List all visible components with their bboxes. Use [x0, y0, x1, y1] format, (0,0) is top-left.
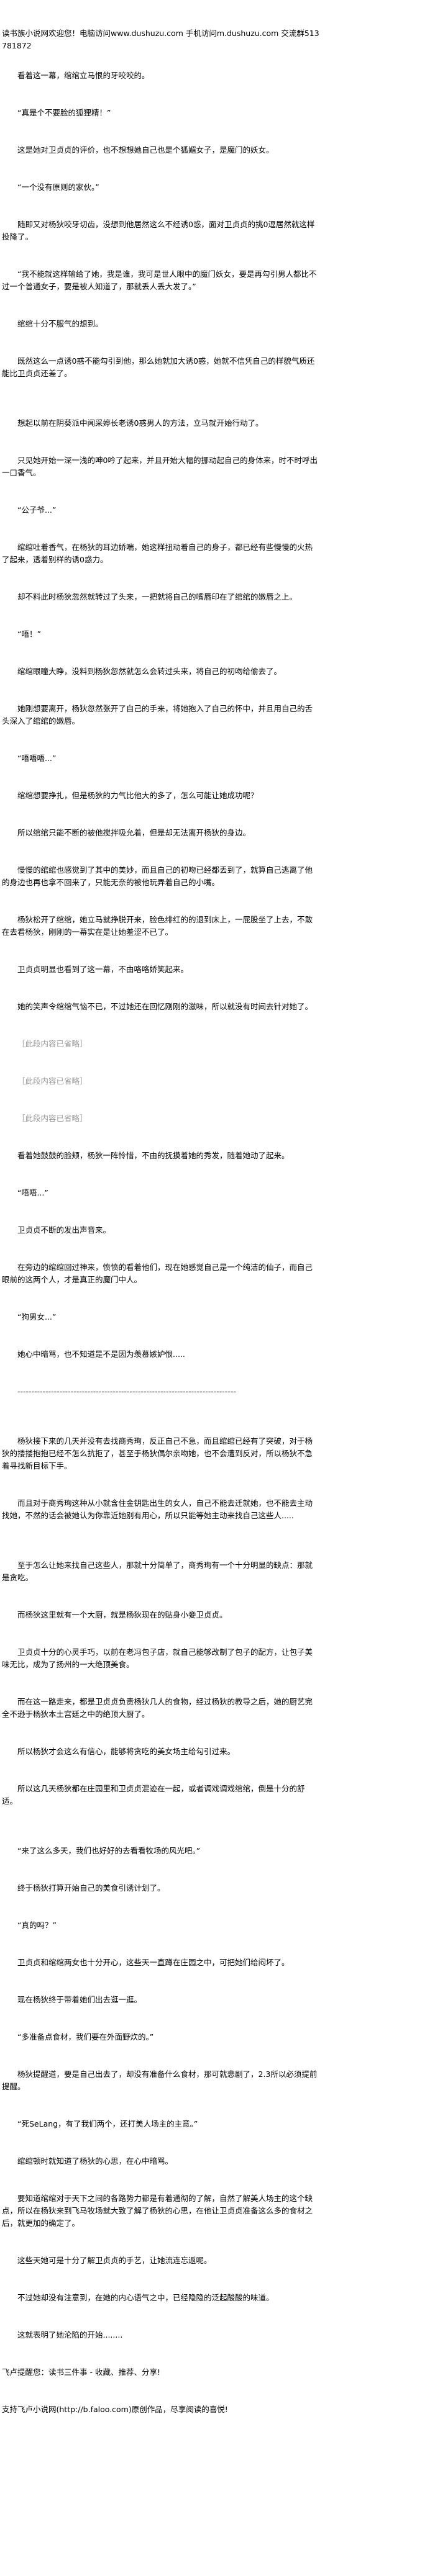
story-paragraph: 而且对于商秀珣这种从小就含住金钥匙出生的女人，自己不能去迁就她，也不能去主动找她…	[2, 1498, 313, 1520]
story-paragraph: “唔唔唔...”	[17, 754, 57, 763]
story-paragraph: “唔唔...”	[17, 1188, 48, 1197]
story-paragraph: “真是个不要脸的狐狸精！”	[17, 108, 111, 117]
omitted-paragraph: ［此段内容已省略］	[17, 1114, 88, 1123]
story-paragraph: “真的吗？”	[17, 1921, 57, 1930]
story-paragraph: 随即又对杨狄咬牙切齿，没想到他居然这么不经诱0惑，面对卫贞贞的挑0逗居然就这样投…	[2, 220, 315, 241]
story-paragraph: 这是她对卫贞贞的评价，也不想想她自己也是个狐媚女子，是魔门的妖女。	[17, 145, 274, 155]
story-paragraph: “一个没有原则的家伙。”	[17, 182, 99, 192]
story-paragraph: “我不能就这样输给了她，我是谁，我可是世人眼中的魔门妖女，要是再勾引男人都比不过…	[2, 269, 317, 291]
story-paragraph: 看着这一幕，绾绾立马恨的牙咬咬的。	[17, 71, 150, 80]
omitted-paragraph: ［此段内容已省略］	[17, 1039, 88, 1048]
story-paragraph: 绾绾想要挣扎，但是杨狄的力气比他大的多了，怎么可能让她成功呢？	[17, 791, 259, 800]
footer-support-link[interactable]: 支持飞卢小说网(http://b.faloo.com)原创作品，尽享阅读的喜悦!	[2, 2405, 228, 2414]
story-paragraph: 而杨狄这里就有一个大厨，就是杨狄现在的贴身小妾卫贞贞。	[17, 1610, 227, 1619]
story-paragraph: 所以绾绾只能不断的被他搅拌吸允着，但是却无法离开杨狄的身边。	[17, 828, 251, 837]
story-paragraph: 这些天她可是十分了解卫贞贞的手艺，让她流连忘返呢。	[17, 2256, 212, 2265]
story-paragraph: 杨狄接下来的几天并没有去找商秀珣，反正自己不急，而且绾绾已经有了突破，对于杨狄的…	[2, 1436, 313, 1470]
story-paragraph: 卫贞贞十分的心灵手巧，以前在老冯包子店，就自己能够改制了包子的配方，让包子美味无…	[2, 1647, 313, 1669]
site-header-banner: 读书族小说网欢迎您！电脑访问www.dushuzu.com 手机访问m.dush…	[2, 29, 319, 50]
story-paragraph: 在旁边的绾绾回过神来，愤愤的看着他们，现在她感觉自己是一个纯洁的仙子，而自己眼前…	[2, 1263, 313, 1284]
story-paragraph: 绾绾十分不服气的想到。	[17, 319, 103, 328]
story-paragraph: “死SeLang，有了我们两个，还打美人场主的主意。”	[17, 2119, 198, 2128]
story-paragraph: 却不料此时杨狄忽然就转过了头来，一把就将自己的嘴唇印在了绾绾的嫩唇之上。	[17, 592, 298, 601]
story-paragraph: 不过她却没有注意到，在她的内心语气之中，已经隐隐的泛起酸酸的味道。	[17, 2293, 274, 2302]
story-paragraph: 而在这一路走来，都是卫贞贞负责杨狄几人的食物，经过杨狄的教导之后，她的厨艺完全不…	[2, 1697, 313, 1719]
story-paragraph: 绾绾顿时就知道了杨狄的心思，在心中暗骂。	[17, 2156, 173, 2166]
story-paragraph: 至于怎么让她来找自己这些人，那就十分简单了，商秀珣有一个十分明显的缺点：那就是贪…	[2, 1560, 313, 1582]
footer-reminder: 飞卢提醒您：读书三件事 - 收藏、推荐、分享!	[2, 2367, 160, 2377]
story-paragraph: 杨狄提醒道，要是自己出去了，却没有准备什么食材，那可就悲剧了，2.3所以必须提前…	[2, 2069, 318, 2091]
chapter-content: 读书族小说网欢迎您！电脑访问www.dushuzu.com 手机访问m.dush…	[2, 27, 320, 2441]
story-paragraph: “狗男女...”	[17, 1312, 57, 1322]
paragraph-list: 看着这一幕，绾绾立马恨的牙咬咬的。 “真是个不要脸的狐狸精！” 这是她对卫贞贞的评价…	[2, 70, 320, 2341]
story-paragraph: 只见她开始一深一浅的呻0吟了起来，并且开始大幅的挪动起自己的身体来，时不时呼出一…	[2, 456, 318, 477]
story-paragraph: 所以这几天杨狄都在庄园里和卫贞贞混迹在一起，或者调戏调戏绾绾，倒是十分的舒适。	[2, 1784, 305, 1806]
story-paragraph: 她刚想要离开，杨狄忽然张开了自己的手来，将她抱入了自己的怀中，并且用自己的舌头深…	[2, 704, 313, 726]
section-divider: ----------------------------------------…	[17, 1387, 236, 1396]
story-paragraph: 绾绾眼瞳大睁，没料到杨狄忽然就怎么会转过头来，将自己的初吻给偷去了。	[17, 667, 282, 676]
story-paragraph: 慢慢的绾绾也感觉到了其中的美妙，而且自己的初吻已经都丢到了，就算自己逃离了他的身…	[2, 865, 313, 887]
story-paragraph: 她的笑声令绾绾气恼不已，不过她还在回忆刚刚的滋味，所以就没有时间去针对她了。	[17, 1002, 313, 1011]
story-paragraph: 卫贞贞不断的发出声音来。	[17, 1225, 111, 1235]
story-paragraph: “来了这么多天，我们也好好的去看看牧场的风光吧。”	[17, 1846, 201, 1855]
story-paragraph: “唔！”	[17, 629, 41, 639]
story-paragraph: 看着她鼓鼓的脸颊，杨狄一阵怜惜，不由的抚摸着她的秀发，随着她动了起来。	[17, 1151, 290, 1160]
story-paragraph: 想起以前在阴葵派中闻采婷长老诱0惑男人的方法，立马就开始行动了。	[17, 418, 263, 428]
story-paragraph: 既然这么一点诱0惑不能勾引到他，那么她就加大诱0惑，她就不信凭自己的样貌气质还能…	[2, 356, 315, 378]
omitted-paragraph: ［此段内容已省略］	[17, 1076, 88, 1086]
story-paragraph: “公子爷...”	[17, 505, 57, 515]
story-paragraph: 要知道绾绾对于天下之间的各路势力都是有着通彻的了解，自然了解美人场主的这个缺点，…	[2, 2194, 313, 2228]
story-paragraph: 杨狄松开了绾绾，她立马就挣脱开来，脸色绯红的的退到床上，一屁股坐了上去，不敢在去…	[2, 915, 313, 937]
story-paragraph: 卫贞贞明显也看到了这一幕，不由咯咯娇笑起来。	[17, 965, 189, 974]
story-paragraph: 终于杨狄打算开始自己的美食引诱计划了。	[17, 1883, 165, 1893]
story-paragraph: “多准备点食材，我们要在外面野炊的。”	[17, 2032, 154, 2042]
story-paragraph: 她心中暗骂，也不知道是不是因为羡慕嫉妒恨.....	[17, 1349, 185, 1359]
story-paragraph: 绾绾吐着香气，在杨狄的耳边娇喘，她这样扭动着自己的身子，都已经有些慢慢的火热了起…	[2, 543, 313, 564]
story-paragraph: 所以杨狄才会这么有信心，能够将贪吃的美女场主给勾引过来。	[17, 1747, 236, 1756]
story-paragraph: 这就表明了她沦陷的开始........	[17, 2330, 123, 2340]
story-paragraph: 现在杨狄终于带着她们出去逛一逛。	[17, 1995, 142, 2004]
story-paragraph: 卫贞贞和绾绾两女也十分开心，这些天一直蹲在庄园之中，可把她们给闷坏了。	[17, 1958, 290, 1967]
